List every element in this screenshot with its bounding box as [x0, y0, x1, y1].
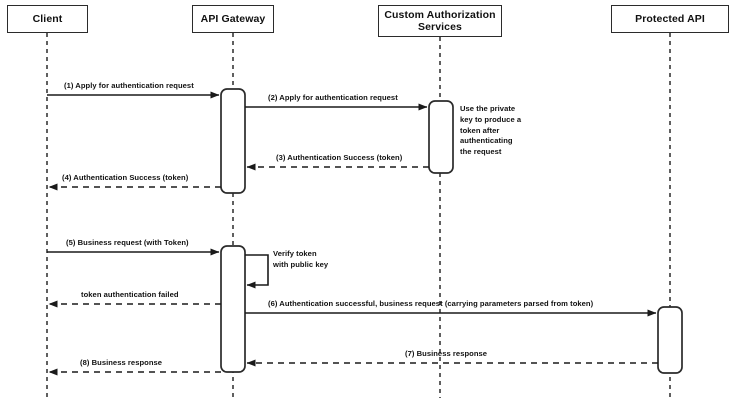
message-label-6: (6) Authentication successful, business … — [268, 299, 594, 308]
activation-gw-auth — [220, 88, 246, 194]
message-label-7: (7) Business response — [405, 349, 488, 358]
messages-group — [47, 91, 658, 376]
participant-label-custom-authorization-services: Custom Authorization Services — [384, 8, 496, 33]
participant-label-protected-api: Protected API — [635, 12, 705, 25]
message-line-self-verify — [245, 254, 269, 289]
activation-protected-api — [657, 306, 683, 374]
participant-box-custom-authorization-services[interactable]: Custom Authorization Services — [378, 5, 502, 37]
message-label-8: (8) Business response — [80, 358, 163, 367]
participant-box-protected-api[interactable]: Protected API — [611, 5, 729, 33]
message-label-4: (4) Authentication Success (token) — [62, 173, 189, 182]
note-private-key: Use the private key to produce a token a… — [460, 104, 522, 157]
participant-box-api-gateway[interactable]: API Gateway — [192, 5, 274, 33]
message-label-3: (3) Authentication Success (token) — [276, 153, 403, 162]
participant-label-api-gateway: API Gateway — [200, 12, 266, 25]
participant-box-client[interactable]: Client — [7, 5, 88, 33]
participant-label-client: Client — [32, 12, 63, 25]
activation-bars-group — [220, 88, 683, 374]
activation-cas — [428, 100, 454, 174]
activation-gw-business — [220, 245, 246, 373]
message-label-5: (5) Business request (with Token) — [66, 238, 189, 247]
message-label-1: (1) Apply for authentication request — [64, 81, 194, 90]
message-label-token-failed: token authentication failed — [81, 290, 179, 299]
message-label-self-verify: Verify token with public key — [273, 249, 329, 269]
message-label-2: (2) Apply for authentication request — [268, 93, 398, 102]
